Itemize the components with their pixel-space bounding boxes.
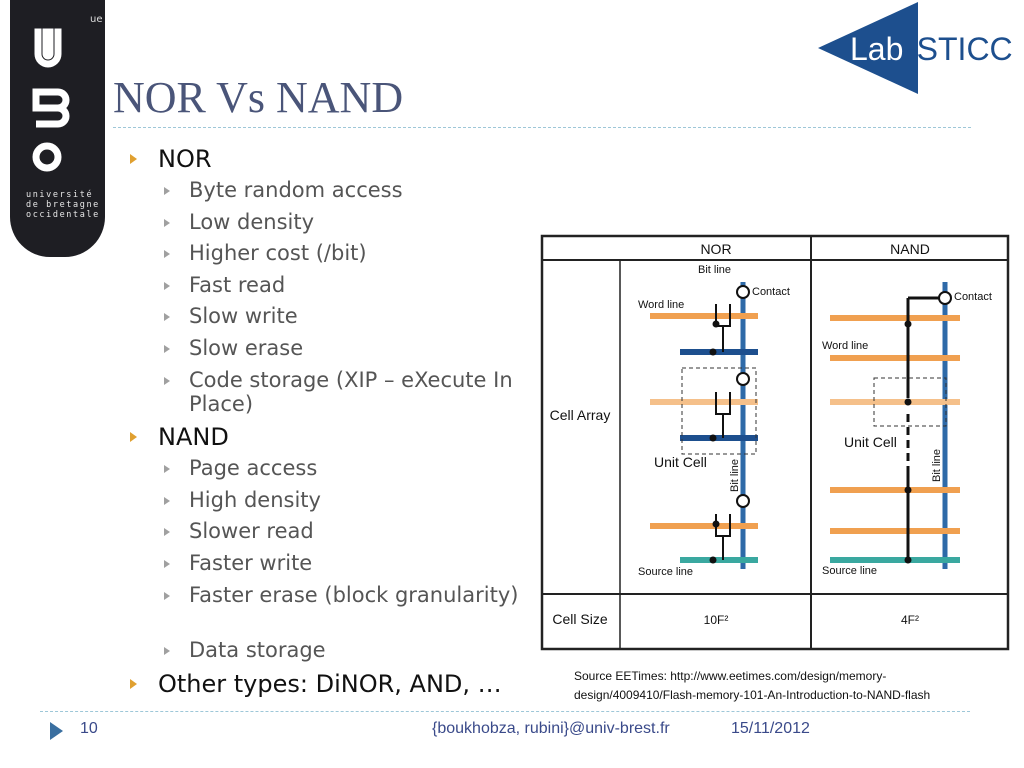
nor-nand-diagram: NOR NAND Cell Array Cell Size 10F² 4F² B…	[540, 234, 1010, 651]
nand-contact-icon	[938, 291, 952, 305]
ueb-mark-icon: ue	[90, 14, 103, 25]
source-note: Source EETimes: http://www.eetimes.com/d…	[574, 669, 931, 702]
bullet-arrow-icon	[130, 432, 137, 443]
bullet-item: Other types: DiNOR, AND, …	[158, 669, 502, 698]
sub-bullet-item: Slower read	[189, 519, 314, 544]
title-divider	[113, 127, 971, 128]
diagram-row-cell-size: Cell Size	[552, 611, 607, 627]
nand-unit-cell-box	[873, 377, 947, 427]
nor-schematic: Bit line Contact Word line Unit Cell Bit…	[638, 264, 790, 578]
nand-bit-line-vertical-label: Bit line	[931, 449, 943, 482]
sub-bullet-item: High density	[189, 487, 321, 512]
ubo-monogram-icon	[32, 28, 70, 172]
nor-contact-icon	[736, 285, 750, 299]
nor-contact-icon	[736, 372, 750, 386]
nor-contact-label: Contact	[752, 286, 790, 298]
nor-unit-cell-label: Unit Cell	[654, 454, 707, 470]
sub-bullet-item: Low density	[189, 209, 315, 234]
sub-bullet-arrow-icon	[164, 528, 170, 537]
nand-node-icon	[904, 320, 912, 328]
bullet-arrow-icon	[130, 154, 137, 164]
bullet-item: NOR	[158, 145, 212, 173]
sub-bullet-arrow-icon	[164, 313, 170, 322]
nand-string-top	[906, 296, 945, 398]
sub-bullet-item: Page access	[189, 456, 318, 481]
sub-bullet-item: Byte random access	[189, 178, 403, 202]
lab-logo-text-left: Lab	[850, 31, 903, 67]
sub-bullet-item: Higher cost (/bit)	[189, 241, 367, 266]
nor-node-icon	[712, 320, 720, 328]
nand-node-icon	[904, 398, 912, 406]
sub-bullet-arrow-icon	[164, 218, 170, 227]
sub-bullet-item: Slow write	[189, 304, 298, 329]
nand-schematic: Contact Word line Unit Cell Bit line Sou…	[822, 282, 992, 577]
nor-node-icon	[709, 348, 717, 356]
nor-cell-size-value: 10F²	[704, 613, 729, 627]
sub-bullet-item: Code storage (XIP – eXecute In Place)	[189, 367, 513, 416]
nor-bit-line-vertical-label: Bit line	[729, 459, 741, 492]
nor-bit-line-label: Bit line	[698, 264, 731, 276]
nor-node-icon	[709, 556, 717, 564]
sub-bullet-item: Data storage	[189, 638, 326, 663]
sub-bullet-item: Faster write	[189, 551, 313, 575]
footer-authors: {boukhobza, rubini}@univ-brest.fr	[432, 720, 670, 737]
nand-source-line-label: Source line	[822, 565, 877, 577]
footer-arrow-icon	[50, 722, 63, 740]
sub-bullet-arrow-icon	[164, 376, 170, 385]
lab-logo-text-right: -STICC	[906, 31, 1013, 67]
sub-bullet-arrow-icon	[164, 496, 170, 505]
ubo-logo: ue université de bretagne occidentale	[10, 0, 105, 257]
sub-bullet-item: Fast read	[189, 272, 286, 297]
page-number: 10	[80, 720, 98, 737]
nor-word-line-label: Word line	[638, 299, 684, 311]
sub-bullet-arrow-icon	[164, 465, 170, 474]
slide-title: NOR Vs NAND	[113, 73, 404, 122]
footer-date: 15/11/2012	[731, 720, 810, 737]
bullet-arrow-icon	[130, 678, 137, 689]
lab-sticc-logo: Lab -STICC	[818, 2, 1024, 94]
nor-unit-cell-box	[681, 367, 757, 455]
nand-node-icon	[904, 556, 912, 564]
ubo-logo-text: université de bretagne occidentale	[26, 190, 100, 220]
sub-bullet-item: Slow erase	[189, 336, 304, 360]
nor-node-icon	[712, 520, 720, 528]
lab-logo-triangle-icon	[818, 2, 918, 94]
diagram-row-cell-array: Cell Array	[550, 407, 611, 423]
sub-bullet-arrow-icon	[164, 345, 170, 353]
nand-contact-label: Contact	[954, 291, 992, 303]
nor-contact-icon	[736, 494, 750, 508]
sub-bullet-arrow-icon	[164, 250, 170, 259]
sub-bullet-arrow-icon	[164, 560, 170, 568]
nor-source-line-label: Source line	[638, 566, 693, 578]
nand-unit-cell-label: Unit Cell	[844, 434, 897, 450]
sub-bullet-arrow-icon	[164, 647, 170, 656]
sub-bullet-arrow-icon	[164, 187, 170, 195]
diagram-header-nor: NOR	[700, 241, 731, 257]
sub-bullet-arrow-icon	[164, 591, 170, 600]
diagram-header-nand: NAND	[890, 241, 930, 257]
nor-node-icon	[709, 434, 717, 442]
footer-divider	[40, 711, 970, 712]
nand-cell-size-value: 4F²	[901, 613, 919, 627]
nand-word-line-label: Word line	[822, 340, 868, 352]
sub-bullet-arrow-icon	[164, 281, 170, 290]
sub-bullet-item: Faster erase (block granularity)	[189, 582, 519, 607]
nand-node-icon	[904, 486, 912, 494]
bullet-item: NAND	[158, 423, 229, 452]
